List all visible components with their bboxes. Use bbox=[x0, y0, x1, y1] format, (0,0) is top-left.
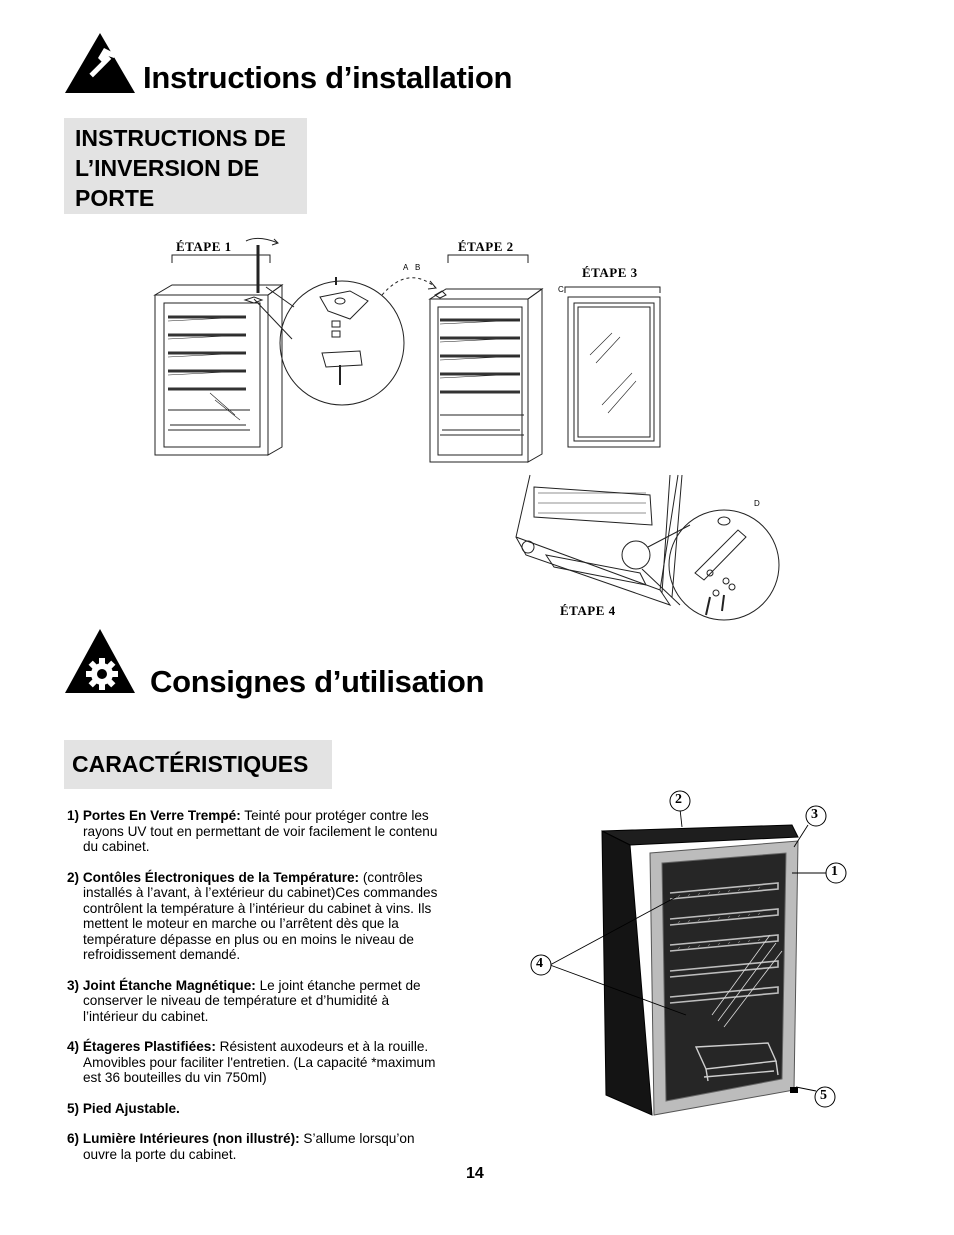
hammer-warning-icon bbox=[64, 32, 136, 94]
door-step3 bbox=[564, 286, 661, 448]
feature-item: 4) Étageres Plastifiées: Résistent auxod… bbox=[67, 1039, 436, 1085]
hinge-detail-step1 bbox=[319, 277, 369, 385]
page-number: 14 bbox=[466, 1165, 484, 1182]
wine-cooler-figure: 2 3 1 4 5 bbox=[520, 785, 850, 1120]
door-heading-line3: PORTE bbox=[75, 185, 155, 211]
cabinet-step4 bbox=[515, 474, 691, 606]
hinge-detail-step4 bbox=[694, 516, 747, 616]
cabinet-step1 bbox=[153, 284, 284, 456]
features-list: 1) Portes En Verre Trempé: Teinté pour p… bbox=[67, 808, 507, 1162]
feature-item: 3) Joint Étanche Magnétique: Le joint ét… bbox=[67, 977, 421, 1024]
callout-4: 4 bbox=[536, 956, 543, 971]
door-heading-line2: L’INVERSION DE bbox=[75, 155, 260, 181]
feature-item: 2) Contôles Électroniques de la Températ… bbox=[67, 869, 438, 963]
step1-label: ÉTAPE 1 bbox=[176, 239, 232, 254]
step3-label: ÉTAPE 3 bbox=[582, 265, 638, 280]
step4-label: ÉTAPE 4 bbox=[560, 603, 616, 618]
letter-a: A bbox=[403, 263, 409, 272]
door-heading-line1: INSTRUCTIONS DE bbox=[75, 125, 286, 151]
features-heading: CARACTÉRISTIQUES bbox=[72, 751, 309, 777]
callout-5: 5 bbox=[820, 1088, 827, 1103]
letter-d: D bbox=[754, 499, 760, 508]
letter-c: C bbox=[558, 285, 564, 294]
letter-b: B bbox=[415, 263, 421, 272]
callout-3: 3 bbox=[811, 807, 818, 822]
features-heading-box: CARACTÉRISTIQUES bbox=[64, 740, 332, 789]
door-reversal-heading-box: INSTRUCTIONS DE L’INVERSION DE PORTE bbox=[64, 118, 307, 214]
section-title-installation: Instructions d’installation bbox=[143, 60, 513, 95]
door-reversal-figure: ÉTAPE 1 ÉTAPE 2 ÉTAPE 3 ÉTAPE 4 A B C D bbox=[150, 225, 800, 625]
callout-1: 1 bbox=[831, 864, 838, 879]
feature-item: 5) Pied Ajustable. bbox=[67, 1100, 180, 1116]
feature-item: 6) Lumière Intérieures (non illustré): S… bbox=[67, 1131, 415, 1162]
step2-label: ÉTAPE 2 bbox=[458, 239, 514, 254]
gear-warning-icon bbox=[64, 628, 136, 694]
cabinet-step2 bbox=[428, 288, 544, 463]
section-title-usage: Consignes d’utilisation bbox=[150, 664, 485, 699]
callout-2: 2 bbox=[675, 792, 682, 807]
feature-item: 1) Portes En Verre Trempé: Teinté pour p… bbox=[67, 808, 438, 854]
